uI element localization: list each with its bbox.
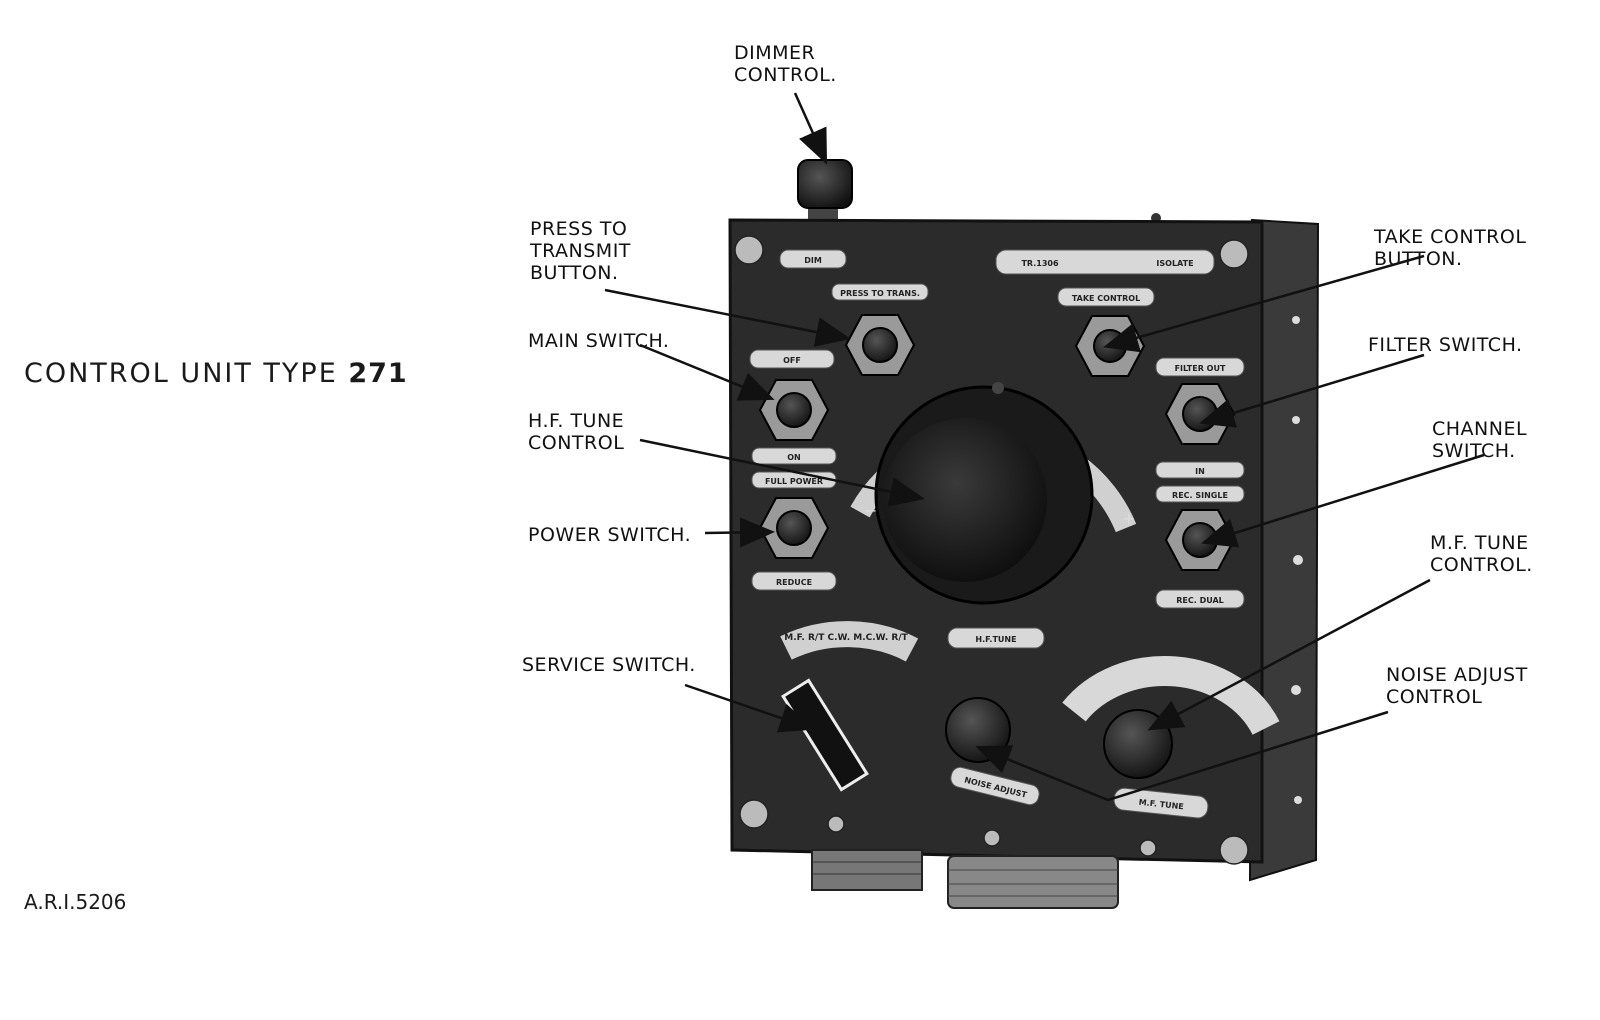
figure-caption: CONTROL UNIT TYPE 271 <box>24 358 408 389</box>
panel-screws <box>734 235 1249 865</box>
label-take-control: TAKE CONTROL <box>1072 294 1140 303</box>
hf-dial-plus: + <box>1122 509 1135 528</box>
callout-service-switch: SERVICE SWITCH. <box>522 654 696 676</box>
noise-adjust-leaders <box>975 710 1389 802</box>
label-hf-tune: H.F.TUNE <box>975 635 1016 644</box>
label-on: ON <box>787 453 801 462</box>
callout-filter-switch: FILTER SWITCH. <box>1368 334 1523 356</box>
noise-adjust-knob <box>945 697 1011 763</box>
toggle-knobs <box>758 314 1236 571</box>
callout-press-to-transmit: PRESS TO TRANSMIT BUTTON. <box>530 218 631 284</box>
callout-noise-adjust: NOISE ADJUST CONTROL <box>1386 664 1528 708</box>
bottom-connectors <box>811 849 1119 909</box>
mf-dial-scale <box>1062 655 1280 736</box>
label-plates <box>749 249 1245 819</box>
callout-take-control: TAKE CONTROL BUTTON. <box>1374 226 1527 270</box>
label-in: IN <box>1195 467 1205 476</box>
callout-dimmer-control: DIMMER CONTROL. <box>734 42 837 86</box>
label-isolate: ISOLATE <box>1156 259 1193 268</box>
hf-tune-pointer <box>992 382 1004 394</box>
callout-power-switch: POWER SWITCH. <box>528 524 692 546</box>
label-press-to-trans: PRESS TO TRANS. <box>840 289 920 298</box>
label-dim: DIM <box>804 256 822 265</box>
service-switch-scale <box>780 621 919 662</box>
callout-mf-tune-control: M.F. TUNE CONTROL. <box>1430 532 1533 576</box>
hf-tune-knob <box>883 418 1047 582</box>
callout-hf-tune-control: H.F. TUNE CONTROL <box>528 410 625 454</box>
service-switch-modes: M.F. R/T C.W. M.C.W. R/T <box>784 633 908 643</box>
callout-main-switch: MAIN SWITCH. <box>528 330 670 352</box>
dimmer-knob <box>797 159 853 220</box>
caption-number: 271 <box>348 358 408 389</box>
reference-code: A.R.I.5206 <box>24 890 127 914</box>
callout-channel-switch: CHANNEL SWITCH. <box>1432 418 1528 462</box>
label-rec-single: REC. SINGLE <box>1172 491 1228 500</box>
label-off: OFF <box>783 356 801 365</box>
label-full-power: FULL POWER <box>765 477 823 486</box>
label-filter-out: FILTER OUT <box>1175 364 1226 373</box>
hf-dial-minus: − <box>864 501 877 520</box>
label-tr: TR.1306 <box>1021 259 1059 268</box>
leader-lines <box>604 92 1485 733</box>
label-reduce: REDUCE <box>776 578 812 587</box>
caption-prefix: CONTROL UNIT TYPE <box>24 358 338 389</box>
mf-tune-knob <box>1103 709 1173 779</box>
label-rec-dual: REC. DUAL <box>1176 596 1224 605</box>
bracket-holes <box>1291 316 1303 804</box>
